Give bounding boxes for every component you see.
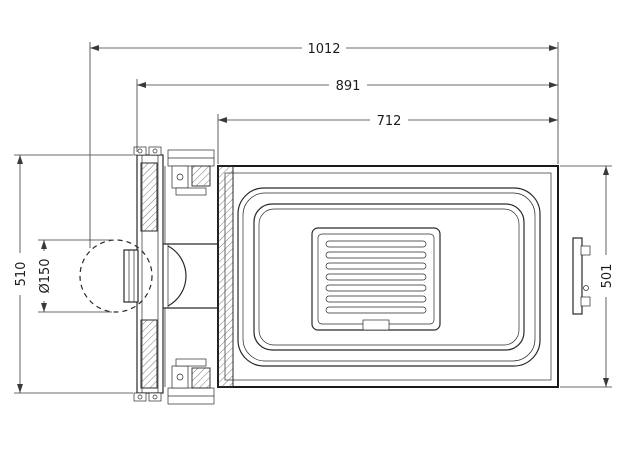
bracket-block <box>171 365 189 389</box>
handle-pin-icon <box>583 285 589 291</box>
hinge-bracket-top <box>167 149 215 196</box>
frame-ring-outer <box>237 187 541 367</box>
dimension-712: 712 <box>217 114 558 164</box>
rear-panel-hatch-top <box>140 162 158 232</box>
label-mask <box>38 251 50 301</box>
handle-tab <box>580 245 591 256</box>
grille-slat <box>325 306 427 314</box>
arrowhead-icon <box>549 117 558 123</box>
frame-ring-outer-inner-line <box>242 192 536 362</box>
dim-label-891: 891 <box>336 79 361 94</box>
screw-hole-icon <box>176 173 184 181</box>
panel-cap <box>133 146 147 156</box>
dim-label-group: Ø150 <box>38 251 53 301</box>
panel-cap <box>133 392 147 402</box>
screw-hole-icon <box>137 394 143 400</box>
bracket-hatch <box>191 165 211 187</box>
bracket-hatch <box>191 367 211 389</box>
frame-ring-middle-inner-line <box>258 208 520 346</box>
screw-hole-icon <box>152 148 158 154</box>
arrowhead-icon <box>17 384 23 393</box>
grille-outer <box>311 227 441 331</box>
dimension-501: 501 <box>560 165 615 388</box>
dim-label-flue: Ø150 <box>38 258 53 293</box>
handle-tab <box>580 296 591 307</box>
arrowhead-icon <box>603 378 609 387</box>
screw-hole-icon <box>137 148 143 154</box>
handle-bar <box>572 237 583 315</box>
arrowhead-icon <box>41 303 47 312</box>
flue-duct-flare <box>167 245 187 307</box>
grille-slat <box>325 295 427 303</box>
dim-label-510: 510 <box>14 262 29 287</box>
left-wall-section-hatch <box>217 165 234 388</box>
dimension-891: 891 <box>136 79 558 152</box>
door-frame <box>237 187 541 367</box>
hinge-bracket-bottom <box>167 358 215 405</box>
rear-panel <box>133 146 166 402</box>
flue-outline <box>79 239 218 313</box>
label-mask <box>302 42 346 54</box>
bracket-bar <box>175 358 207 367</box>
dimension-510: 510 <box>14 154 133 394</box>
grille-slat <box>325 284 427 292</box>
label-mask <box>600 255 612 297</box>
arrowhead-icon <box>603 166 609 175</box>
grille-bottom-tab <box>362 319 390 331</box>
flue-collar-plate <box>123 249 139 303</box>
arrowhead-icon <box>549 82 558 88</box>
dimension-flue-150: Ø150 <box>38 239 112 313</box>
bracket-bar <box>175 187 207 196</box>
arrowhead-icon <box>17 155 23 164</box>
bracket-block <box>171 165 189 189</box>
grille-slats <box>325 240 427 314</box>
grille-slat <box>325 273 427 281</box>
screw-hole-icon <box>176 373 184 381</box>
arrowhead-icon <box>41 240 47 249</box>
arrowhead-icon <box>137 82 146 88</box>
flue-circle-dashed <box>79 239 153 313</box>
label-mask <box>14 253 26 295</box>
grille-slat <box>325 251 427 259</box>
arrowhead-icon <box>90 45 99 51</box>
panel-cap <box>148 146 162 156</box>
arrowhead-icon <box>549 45 558 51</box>
dim-label-group: 510 <box>14 253 29 295</box>
grille-slat <box>325 240 427 248</box>
rear-panel-hatch-bottom <box>140 319 158 389</box>
grille-slat <box>325 262 427 270</box>
label-mask <box>370 114 408 126</box>
dim-label-group: 501 <box>600 255 615 297</box>
handle-right <box>572 237 591 315</box>
dim-label-712: 712 <box>377 114 402 129</box>
dimension-1012: 1012 <box>89 42 559 248</box>
panel-cap <box>148 392 162 402</box>
screw-hole-icon <box>152 394 158 400</box>
dim-label-501: 501 <box>600 264 615 289</box>
label-mask <box>329 79 367 91</box>
dim-label-1012: 1012 <box>307 42 340 57</box>
arrowhead-icon <box>218 117 227 123</box>
grille <box>311 227 441 331</box>
frame-ring-middle <box>253 203 525 351</box>
